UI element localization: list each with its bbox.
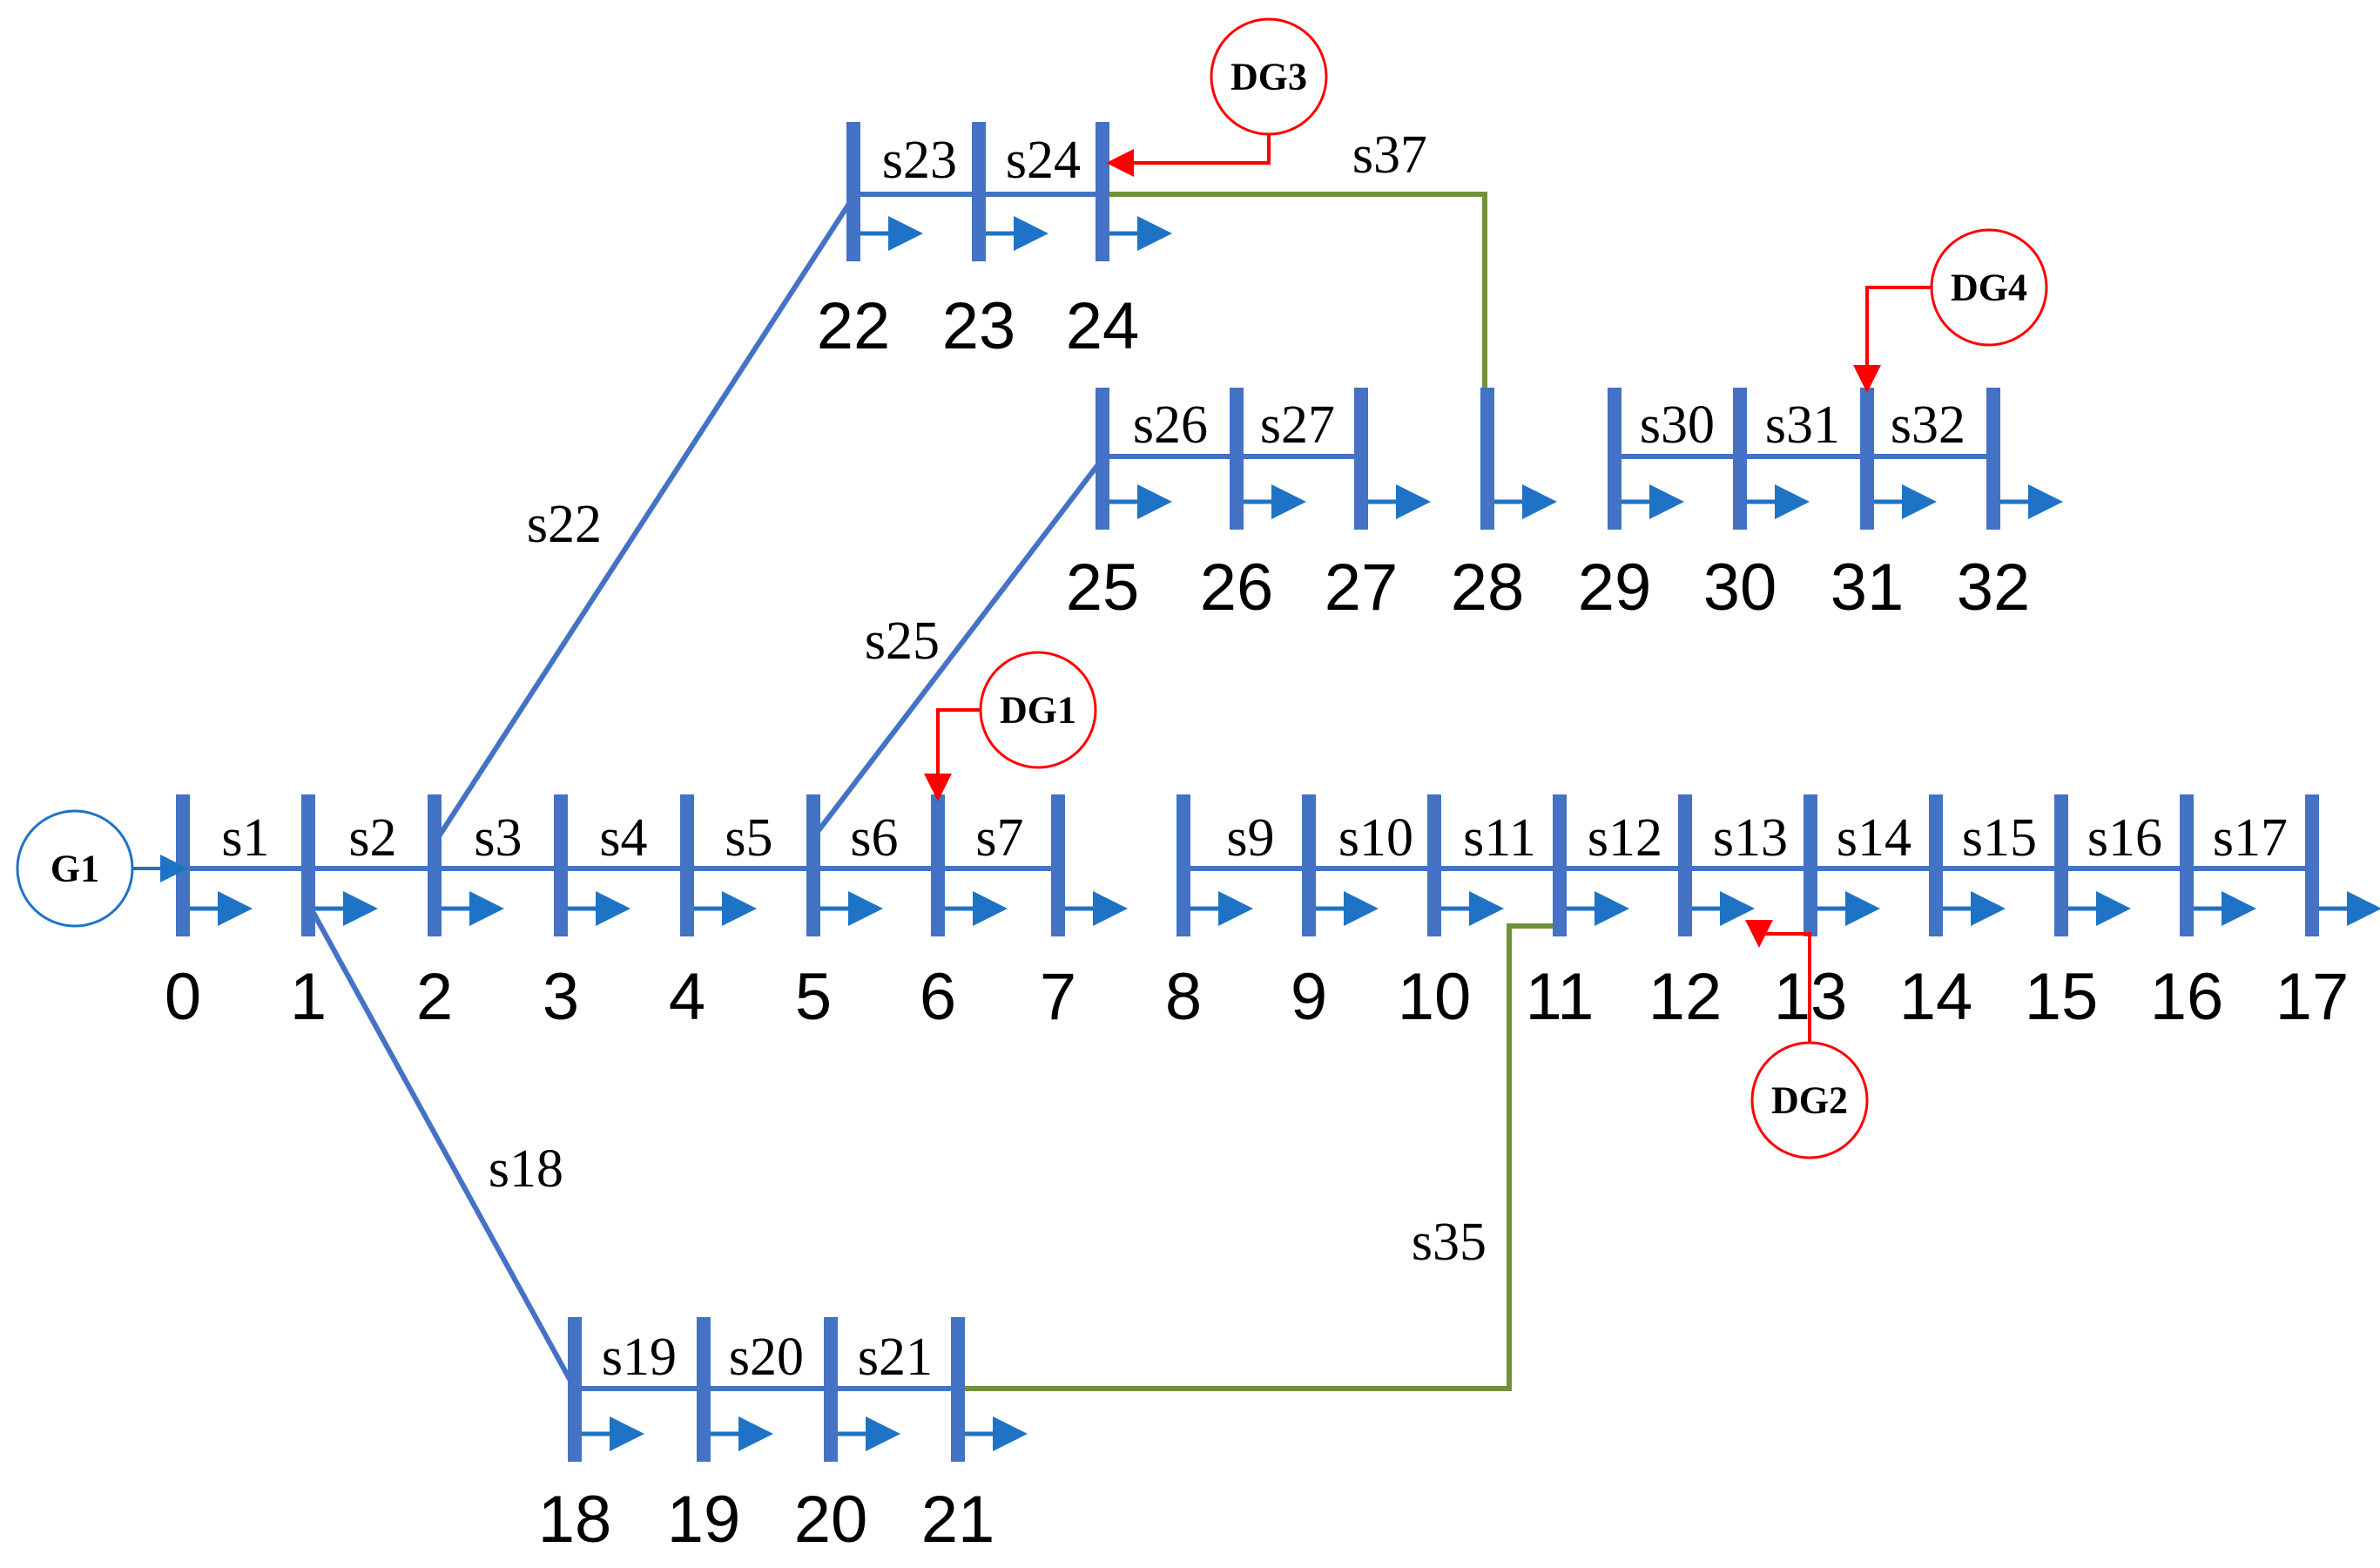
node-label-14: 14 — [1899, 960, 1973, 1034]
section-label-s35: s35 — [1412, 1213, 1487, 1272]
dg3-label: DG3 — [1230, 56, 1307, 98]
section-label-s21: s21 — [858, 1328, 933, 1387]
node-label-2: 2 — [416, 960, 453, 1034]
dg1-connector — [924, 708, 981, 801]
node-label-15: 15 — [2025, 960, 2099, 1034]
node-label-1: 1 — [290, 960, 327, 1034]
section-label-s16: s16 — [2087, 808, 2162, 868]
g1-source-icon — [16, 809, 134, 928]
node-label-3: 3 — [543, 960, 579, 1034]
dg2-label: DG2 — [1771, 1079, 1848, 1122]
branch-line-5-25 — [814, 455, 1107, 835]
dg4-connector — [1853, 286, 1932, 393]
section-label-s12: s12 — [1588, 808, 1662, 868]
section-label-s37: s37 — [1352, 125, 1427, 185]
tie-line-21-11 — [958, 923, 1560, 1391]
node-label-8: 8 — [1165, 960, 1202, 1034]
node-label-25: 25 — [1066, 551, 1140, 625]
node-label-7: 7 — [1040, 960, 1076, 1034]
section-label-s17: s17 — [2213, 808, 2288, 868]
dg2-source-icon — [1750, 1041, 1869, 1159]
node-label-29: 29 — [1578, 551, 1652, 625]
dg4-source-icon — [1930, 228, 2048, 347]
section-label-s25: s25 — [865, 612, 940, 671]
dg1-label: DG1 — [1000, 689, 1076, 732]
section-label-s10: s10 — [1338, 808, 1413, 868]
section-label-s24: s24 — [1006, 131, 1081, 190]
section-label-s2: s2 — [348, 808, 396, 868]
node-label-26: 26 — [1200, 551, 1274, 625]
section-label-s13: s13 — [1713, 808, 1788, 868]
section-label-s23: s23 — [882, 131, 957, 190]
dg4-label: DG4 — [1951, 267, 2027, 309]
section-label-s22: s22 — [527, 495, 602, 554]
dg1-source-icon — [979, 651, 1097, 769]
dg3-connector — [1106, 134, 1271, 177]
node-label-32: 32 — [1957, 551, 2031, 625]
section-label-s30: s30 — [1640, 395, 1715, 455]
node-label-12: 12 — [1648, 960, 1723, 1034]
node-label-22: 22 — [817, 289, 891, 363]
bus-layer — [176, 122, 2319, 1462]
dg2-connector — [1745, 920, 1811, 1043]
section-label-s31: s31 — [1765, 395, 1840, 455]
section-label-s9: s9 — [1226, 808, 1274, 868]
section-label-s15: s15 — [1962, 808, 2037, 868]
section-label-s27: s27 — [1260, 395, 1335, 455]
node-label-9: 9 — [1291, 960, 1327, 1034]
node-label-23: 23 — [942, 289, 1016, 363]
branch-line-1-18 — [311, 911, 577, 1390]
line-layer — [183, 192, 2312, 1391]
node-label-11: 11 — [1526, 960, 1595, 1034]
node-label-24: 24 — [1066, 289, 1140, 363]
section-label-s19: s19 — [602, 1328, 677, 1387]
tie-line-24-28 — [1102, 192, 1487, 459]
g1-label: G1 — [51, 848, 99, 890]
load-layer — [190, 216, 2380, 1451]
node-label-17: 17 — [2275, 960, 2350, 1034]
node-label-20: 20 — [794, 1483, 868, 1557]
section-label-s1: s1 — [221, 808, 269, 868]
dg3-source-icon — [1210, 17, 1328, 136]
node-label-19: 19 — [667, 1483, 741, 1557]
node-label-16: 16 — [2150, 960, 2224, 1034]
node-label-0: 0 — [165, 960, 201, 1034]
section-label-s32: s32 — [1891, 395, 1965, 455]
section-label-s5: s5 — [725, 808, 772, 868]
node-label-18: 18 — [538, 1483, 612, 1557]
node-label-31: 31 — [1831, 551, 1905, 625]
section-label-s4: s4 — [599, 808, 647, 868]
node-label-6: 6 — [920, 960, 956, 1034]
node-label-13: 13 — [1774, 960, 1848, 1034]
section-label-s18: s18 — [489, 1139, 563, 1199]
node-label-30: 30 — [1703, 551, 1777, 625]
section-label-s7: s7 — [975, 808, 1023, 868]
section-label-s20: s20 — [729, 1328, 804, 1387]
section-label-s3: s3 — [474, 808, 522, 868]
branch-line-2-22 — [436, 193, 858, 838]
node-label-4: 4 — [669, 960, 705, 1034]
section-label-s11: s11 — [1463, 808, 1536, 868]
node-label-27: 27 — [1325, 551, 1399, 625]
section-label-s6: s6 — [850, 808, 898, 868]
node-label-21: 21 — [921, 1483, 995, 1557]
section-label-s26: s26 — [1133, 395, 1208, 455]
node-label-10: 10 — [1398, 960, 1472, 1034]
node-label-5: 5 — [795, 960, 832, 1034]
node-label-28: 28 — [1451, 551, 1525, 625]
section-label-s14: s14 — [1837, 808, 1911, 868]
